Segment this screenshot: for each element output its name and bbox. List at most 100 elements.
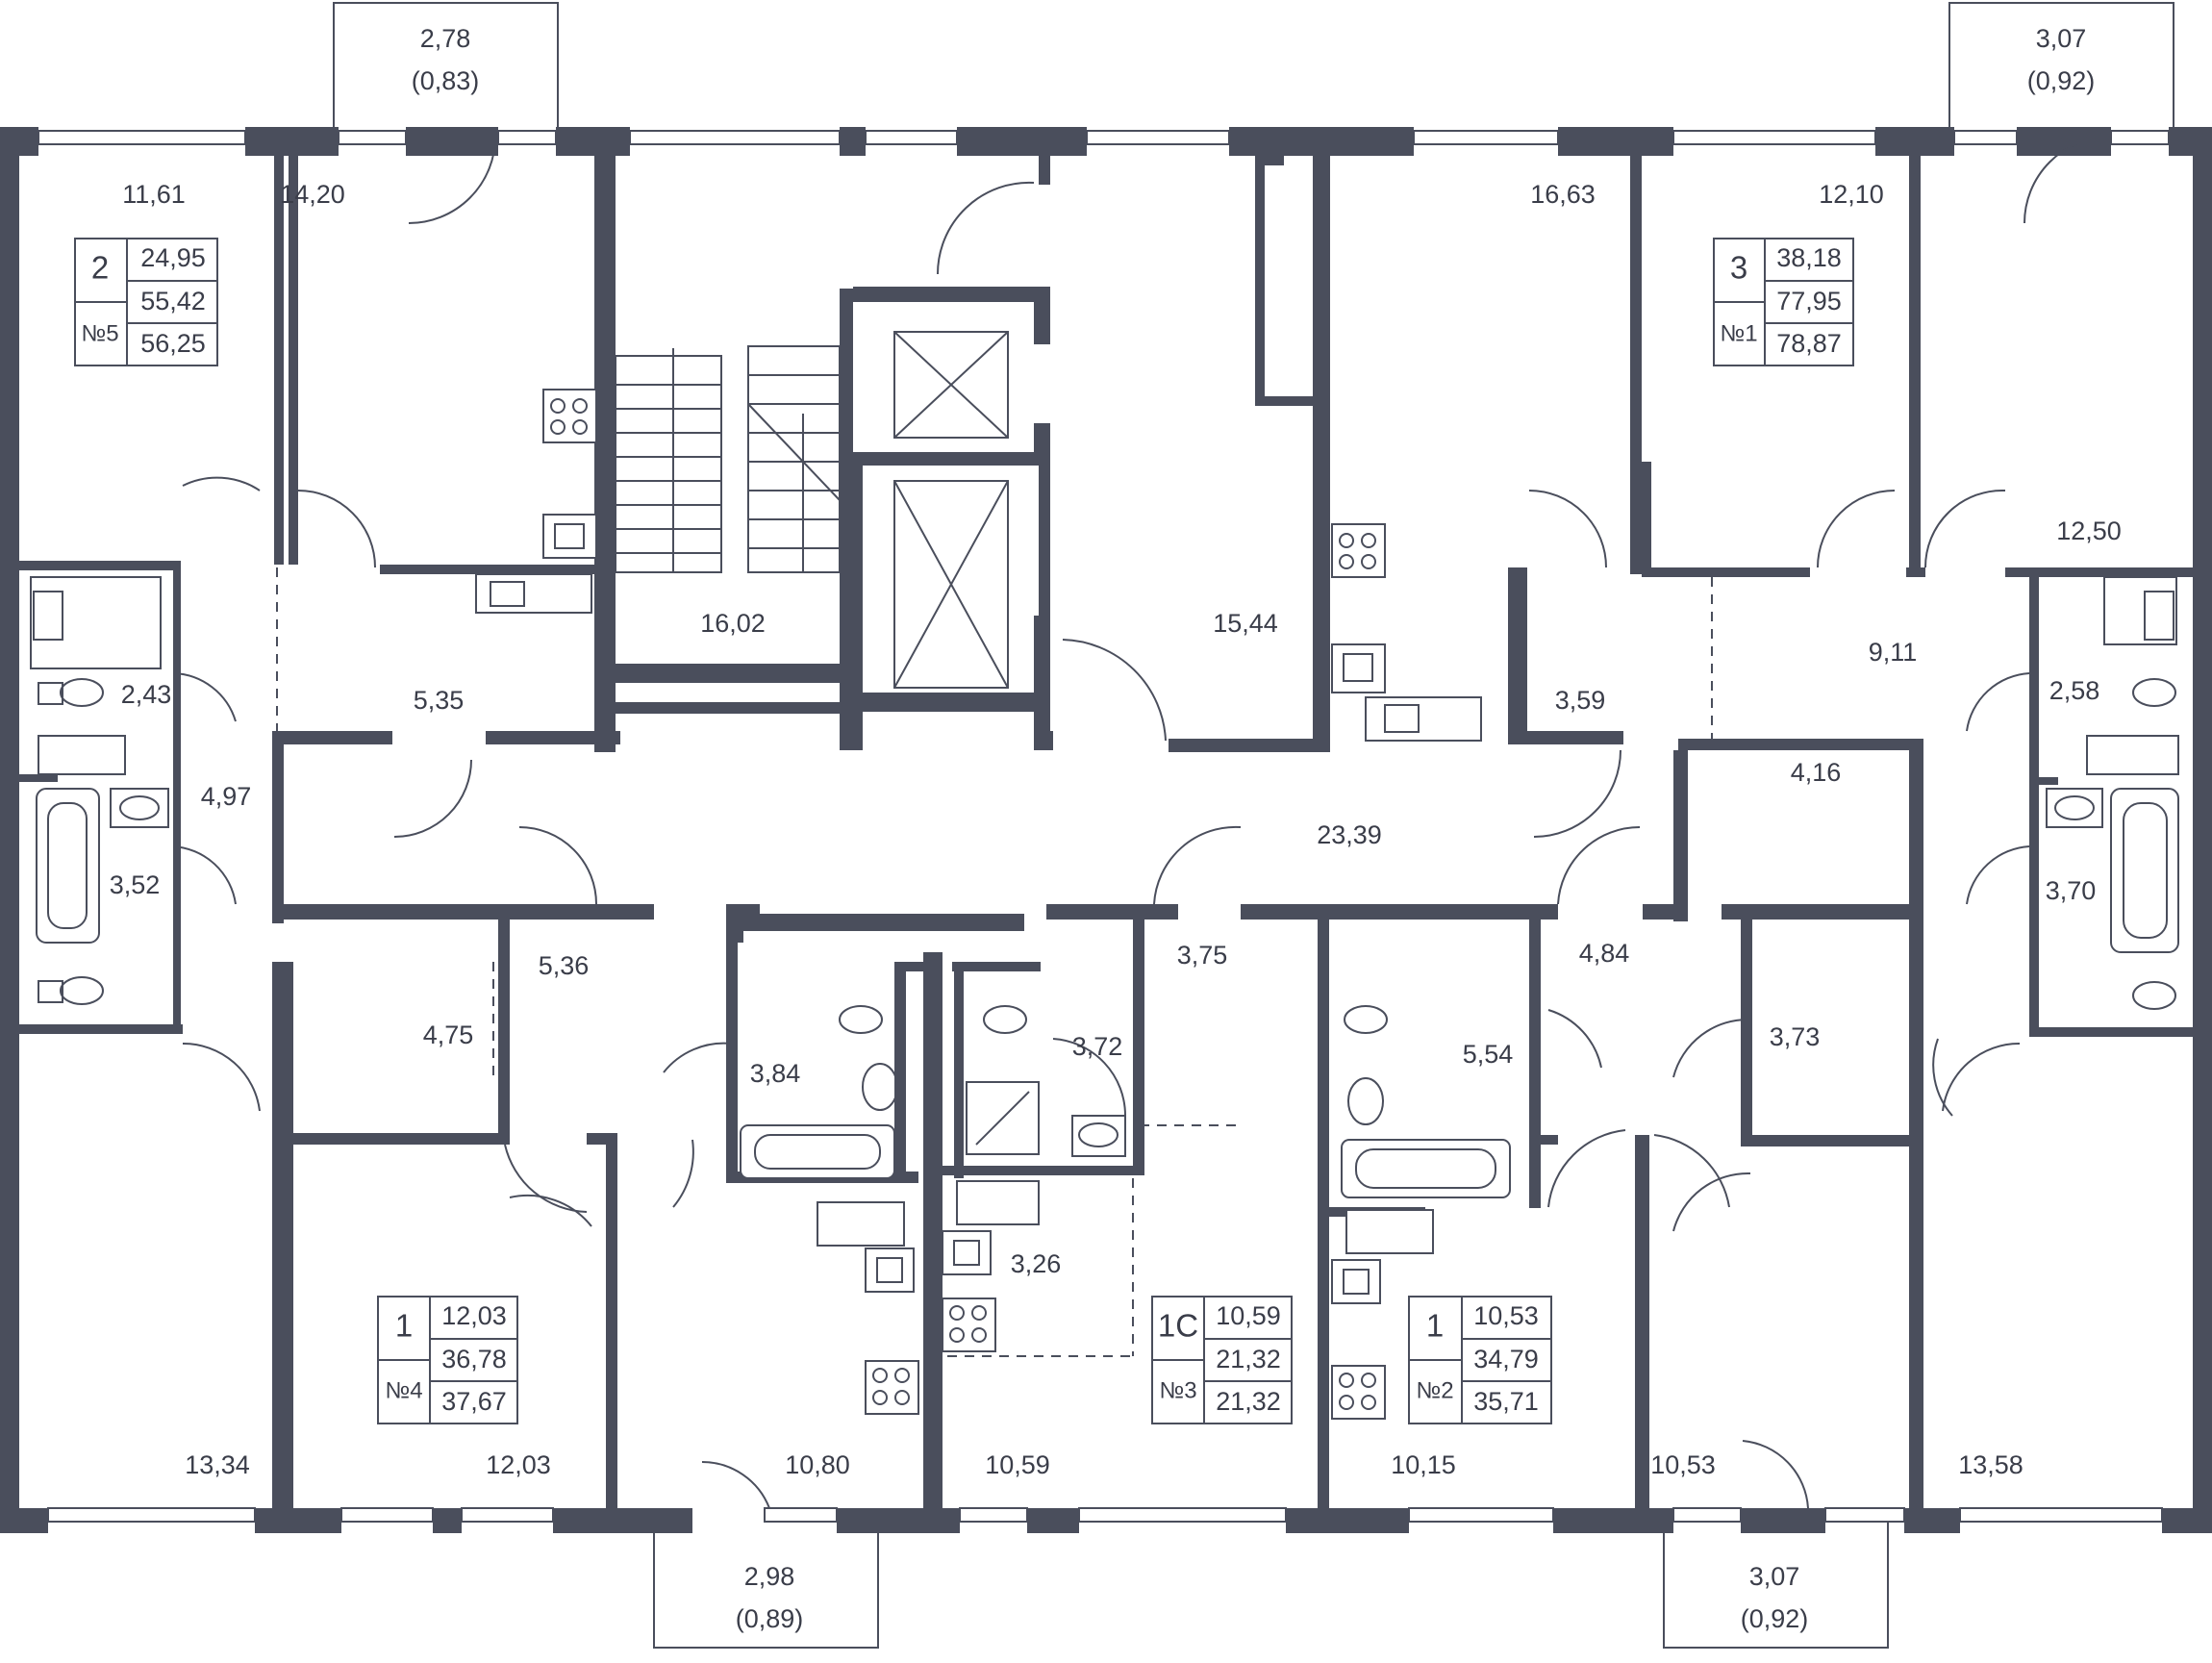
apartment-card-3: 1С №3 10,59 21,32 21,32 [1151,1296,1293,1424]
room-area: 13,34 [185,1450,250,1479]
staircase [615,345,841,573]
balcony-reduced-area: (0,92) [1741,1604,1809,1633]
room-area: 14,20 [280,180,345,209]
balcony-area: 3,07 [1749,1562,1800,1591]
room-area: 10,59 [985,1450,1050,1479]
apartment-living-area: 24,95 [140,243,206,272]
apartment-card-5: 2 №5 24,95 55,42 56,25 [74,238,218,366]
dashed-lines [276,567,1912,1357]
apartment-living-area: 10,59 [1216,1301,1281,1330]
bathtub-icon [740,1124,895,1179]
sink-icon [865,1247,915,1293]
room-area: 3,73 [1770,1022,1821,1051]
room-labels: 11,61 14,20 16,63 12,10 12,50 2,43 5,35 … [110,180,2122,1479]
room-area: 3,72 [1072,1032,1123,1061]
sink-icon [542,514,597,559]
apartment-total-area: 56,25 [140,329,206,358]
room-area: 3,52 [110,870,161,899]
balcony-outlines [333,2,2174,1649]
sink-icon [1071,1115,1126,1157]
toilet-icon [839,1005,883,1034]
sink-icon [1347,1077,1384,1125]
room-area: 12,10 [1819,180,1884,209]
stove-icon [1331,523,1386,578]
fixtures [30,389,2179,1420]
room-area: 12,03 [486,1450,551,1479]
doors [172,136,2112,1509]
apartment-card-1: 3 №1 38,18 77,95 78,87 [1713,238,1854,366]
apartment-number: №4 [385,1377,422,1403]
sink-icon [2046,788,2103,828]
balcony-area: 2,78 [420,24,471,53]
room-area: 13,58 [1958,1450,2023,1479]
room-area: 5,54 [1463,1040,1514,1069]
stove-icon [942,1298,996,1352]
shower-icon [966,1081,1040,1155]
windows [38,130,2170,1523]
apartment-rooms: 2 [91,250,109,286]
apartment-total-area: 78,87 [1776,329,1842,358]
bathtub-icon [2110,788,2179,953]
room-area: 12,50 [2056,517,2122,545]
stove-icon [1331,1365,1386,1420]
apartment-rooms: 1 [395,1308,413,1344]
room-area: 10,80 [785,1450,850,1479]
apartment-living-area: 38,18 [1776,243,1842,272]
elevators [893,331,1009,689]
apartment-number: №3 [1159,1377,1196,1403]
apartment-living-area: 10,53 [1473,1301,1539,1330]
room-area: 16,63 [1530,180,1596,209]
apartment-area: 34,79 [1473,1345,1539,1373]
room-area: 5,35 [414,686,465,715]
room-area: 9,11 [1869,638,1918,667]
room-area: 3,84 [750,1059,801,1088]
balcony-reduced-area: (0,83) [412,66,480,95]
toilet-icon [1344,1005,1388,1034]
apartment-total-area: 35,71 [1473,1387,1539,1416]
room-area: 3,75 [1177,941,1228,970]
room-area: 4,16 [1791,758,1842,787]
sink-icon [942,1230,992,1275]
apartment-area: 36,78 [441,1345,507,1373]
balcony-area: 2,98 [744,1562,795,1591]
apartment-area: 77,95 [1776,287,1842,315]
sink-icon [33,591,63,641]
apartment-number: №5 [81,320,118,346]
room-area: 4,75 [423,1020,474,1049]
room-area: 15,44 [1213,609,1278,638]
apartment-total-area: 37,67 [441,1387,507,1416]
room-area: 23,39 [1317,820,1382,849]
room-area: 16,02 [700,609,766,638]
apartment-card-4: 1 №4 12,03 36,78 37,67 [377,1296,518,1424]
room-area: 5,36 [539,951,590,980]
apartment-number: №1 [1720,320,1757,346]
balcony-reduced-area: (0,89) [736,1604,804,1633]
apartment-number: №2 [1416,1377,1453,1403]
toilet-icon [983,1005,1027,1034]
room-area: 3,70 [2046,876,2097,905]
toilet-icon [2132,678,2176,707]
apartment-area: 55,42 [140,287,206,315]
apartment-rooms: 1С [1158,1308,1198,1344]
bathtub-icon [36,788,100,944]
room-area: 2,58 [2049,676,2100,705]
toilet-icon [38,976,104,1005]
apartment-total-area: 21,32 [1216,1387,1281,1416]
apartment-rooms: 3 [1730,250,1747,286]
room-area: 11,61 [122,180,186,209]
sink-icon [2144,591,2174,641]
room-area: 2,43 [121,680,172,709]
sink-icon [862,1063,898,1111]
balcony-labels: 2,78 (0,83) 3,07 (0,92) 2,98 (0,89) 3,07… [412,24,2096,1633]
balcony-reduced-area: (0,92) [2027,66,2096,95]
stove-icon [865,1360,919,1415]
balcony-area: 3,07 [2036,24,2087,53]
room-area: 10,53 [1650,1450,1716,1479]
stove-icon [542,389,597,443]
toilet-icon [38,678,104,707]
apartment-rooms: 1 [1426,1308,1444,1344]
sink-icon [1331,1259,1381,1304]
room-area: 10,15 [1391,1450,1456,1479]
sink-icon [1331,643,1386,693]
